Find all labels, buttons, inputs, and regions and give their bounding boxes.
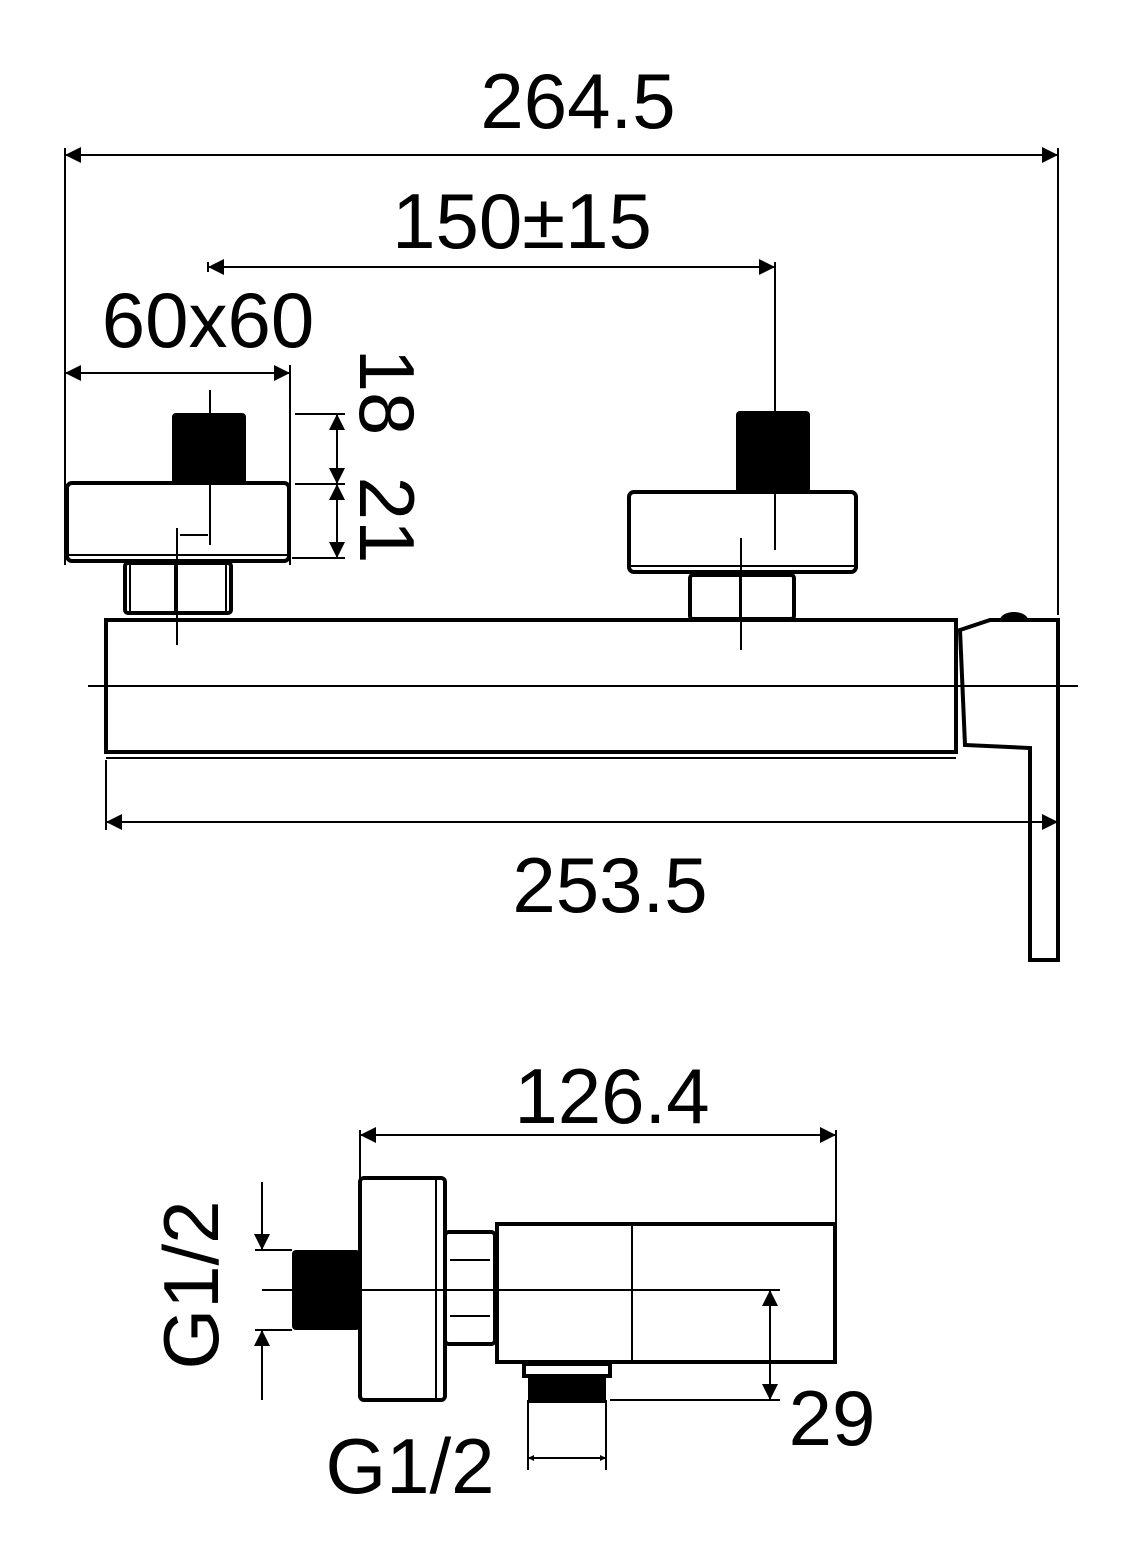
right-threaded-inlet [736, 411, 810, 493]
dimension-outlet-offset: 29 [789, 1374, 876, 1462]
outlet-thread [528, 1375, 606, 1403]
dimension-overall-width: 264.5 [480, 57, 675, 145]
handle-knob [1000, 612, 1028, 620]
dimension-flange-size: 60x60 [102, 276, 315, 364]
dimension-inlet-spacing: 150±15 [392, 177, 652, 265]
front-view: 264.5 150±15 60x60 18 21 [64, 57, 1078, 962]
hex-nut [443, 1230, 497, 1346]
dimension-flange-height: 21 [343, 477, 431, 564]
dimension-thread-height: 18 [343, 349, 431, 436]
dimension-body-length: 253.5 [512, 841, 707, 929]
dimension-depth: 126.4 [514, 1052, 709, 1140]
left-hex-nut [123, 561, 233, 615]
right-flange [627, 490, 858, 574]
side-body [495, 1222, 837, 1364]
side-view: 126.4 G1/2 G1/2 29 [147, 1052, 875, 1510]
dimension-outlet-thread: G1/2 [325, 1422, 494, 1510]
outlet-collar [522, 1362, 612, 1378]
dimension-inlet-thread: G1/2 [147, 1200, 235, 1369]
lever-handle [957, 618, 1060, 962]
